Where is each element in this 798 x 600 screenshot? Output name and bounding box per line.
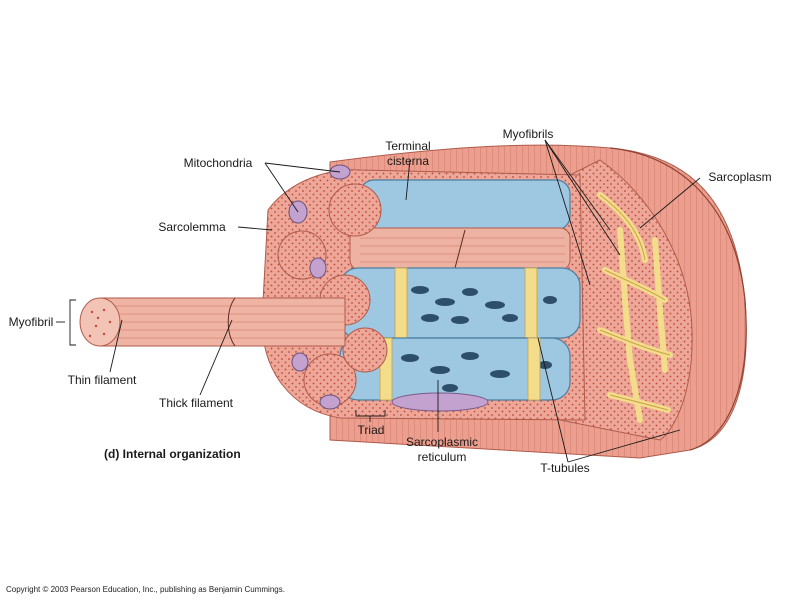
label-thick-filament: Thick filament — [159, 396, 234, 410]
label-sarcoplasmic-reticulum-1: Sarcoplasmic — [406, 435, 478, 449]
label-sarcolemma: Sarcolemma — [158, 220, 226, 234]
protruding-myofibril — [79, 297, 346, 347]
label-sarcoplasm: Sarcoplasm — [708, 170, 771, 184]
figure-caption: (d) Internal organization — [104, 447, 241, 461]
label-myofibrils: Myofibrils — [503, 127, 554, 141]
label-triad: Triad — [358, 423, 385, 437]
label-terminal-cisterna-2: cisterna — [387, 154, 429, 168]
label-sarcoplasmic-reticulum-2: reticulum — [418, 450, 467, 464]
leader-lines — [56, 139, 701, 463]
label-mitochondria: Mitochondria — [184, 156, 253, 170]
label-t-tubules: T-tubules — [540, 461, 589, 475]
label-thin-filament: Thin filament — [68, 373, 137, 387]
t-tubule-outline — [599, 194, 671, 411]
label-terminal-cisterna-1: Terminal — [385, 139, 430, 153]
myofibril-row-middle — [339, 267, 581, 339]
copyright-text: Copyright © 2003 Pearson Education, Inc.… — [6, 585, 285, 594]
label-myofibril: Myofibril — [9, 315, 54, 329]
myofibril-row-top — [349, 179, 571, 271]
